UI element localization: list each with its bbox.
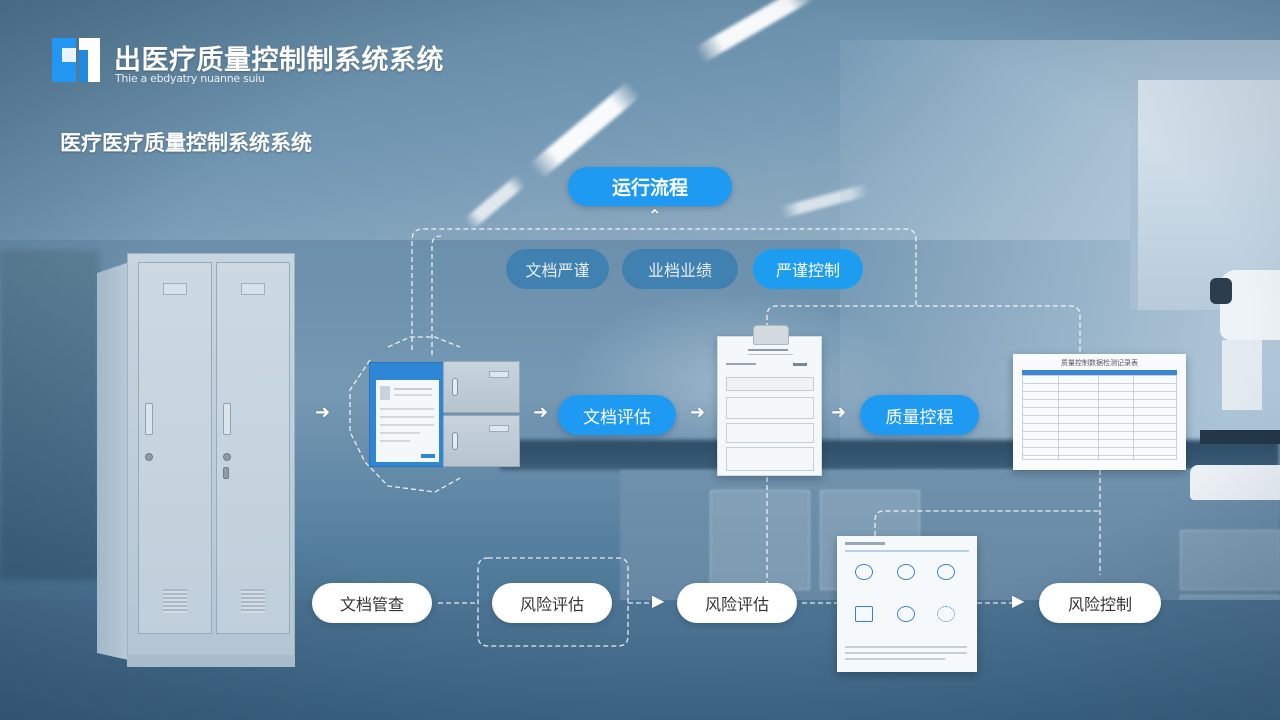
- report-section: [726, 397, 814, 419]
- arrow-up-icon: ⌃: [648, 206, 662, 225]
- label-plate: [163, 283, 187, 295]
- step-label: 文档管查: [339, 595, 404, 614]
- document-icon: [855, 606, 873, 622]
- document-form-image: [369, 362, 444, 467]
- step-document-review[interactable]: 文档管查: [312, 583, 432, 623]
- run-process-button[interactable]: 运行流程: [568, 167, 732, 206]
- lock-icon: [145, 453, 153, 461]
- section-title: 医疗医疗质量控制系统系统: [60, 131, 312, 155]
- microscope-stage: [1200, 430, 1280, 444]
- locker-front: [127, 253, 295, 661]
- lock-icon: [223, 453, 231, 461]
- locker-base: [127, 655, 295, 667]
- table-doc-title: 质量控制数据检测记录表: [1061, 359, 1138, 367]
- drawer: [443, 415, 520, 467]
- category-tag-3[interactable]: 严谨控制: [753, 249, 863, 289]
- category-tag-1[interactable]: 文档严谨: [506, 249, 609, 289]
- arrow-right-icon: ▶: [652, 591, 665, 610]
- category-tag-2[interactable]: 业档业绩: [622, 249, 738, 289]
- arrow-right-icon: ➜: [690, 402, 706, 423]
- logo-block: [79, 50, 88, 82]
- step-label: 风险控制: [1067, 595, 1132, 614]
- drawer-cabinet-image: [443, 361, 520, 468]
- table-header-bar: [1022, 370, 1177, 375]
- report-section: [726, 423, 814, 443]
- clipboard-report-image: [717, 325, 822, 476]
- document-page: [376, 380, 439, 462]
- network-icon: [937, 606, 955, 622]
- arrow-right-icon: ➜: [831, 402, 847, 423]
- step-document-evaluation[interactable]: 文档评估: [558, 395, 676, 435]
- microscope-body: [1222, 340, 1262, 410]
- logo-block: [62, 48, 76, 62]
- category-tag-label: 文档严谨: [525, 261, 590, 280]
- arrow-right-icon: ➜: [315, 402, 331, 423]
- arrow-right-icon: ▶: [1012, 591, 1025, 610]
- locker-door-right: [216, 262, 290, 634]
- step-risk-control[interactable]: 风险控制: [1039, 583, 1161, 623]
- microscope-eyepiece: [1210, 278, 1232, 304]
- icon-summary-document-image: [837, 536, 977, 672]
- step-label: 风险评估: [519, 595, 584, 614]
- step-risk-assessment-2[interactable]: 风险评估: [677, 583, 797, 623]
- door-handle: [223, 403, 231, 435]
- app-subtitle: Thie a ebdyatry nuanne suiu: [115, 72, 265, 85]
- report-section: [726, 447, 814, 471]
- vent: [241, 589, 265, 613]
- app-logo: [52, 38, 100, 82]
- door-handle: [145, 403, 153, 435]
- filing-locker-image: [97, 253, 297, 667]
- key-icon: [223, 467, 229, 479]
- step-quality-control[interactable]: 质量控程: [860, 395, 979, 435]
- data-table-document-image: 质量控制数据检测记录表: [1013, 354, 1186, 470]
- category-tag-label: 严谨控制: [775, 261, 840, 280]
- cabinet-door: [710, 490, 810, 590]
- app-title: 出医疗质量控制制系统系统: [114, 45, 444, 76]
- category-tag-label: 业档业绩: [647, 261, 712, 280]
- step-label: 风险评估: [704, 595, 769, 614]
- chart-icon: [897, 564, 915, 580]
- monitor-icon: [937, 564, 955, 580]
- step-risk-assessment-1[interactable]: 风险评估: [492, 583, 612, 623]
- server-icon: [855, 564, 873, 580]
- run-process-label: 运行流程: [611, 177, 688, 199]
- vent: [163, 589, 187, 613]
- label-plate: [241, 283, 265, 295]
- step-label: 质量控程: [885, 407, 954, 428]
- shelf: [0, 250, 100, 580]
- step-label: 文档评估: [583, 407, 651, 428]
- drawer: [443, 361, 520, 413]
- microscope-base: [1190, 465, 1280, 500]
- gear-icon: [897, 606, 915, 622]
- table-grid: [1022, 375, 1177, 460]
- microscope-image: [1190, 260, 1280, 500]
- clipboard-clip: [753, 325, 789, 345]
- arrow-right-icon: ➜: [533, 402, 549, 423]
- locker-door-left: [138, 262, 212, 634]
- report-section: [726, 377, 814, 391]
